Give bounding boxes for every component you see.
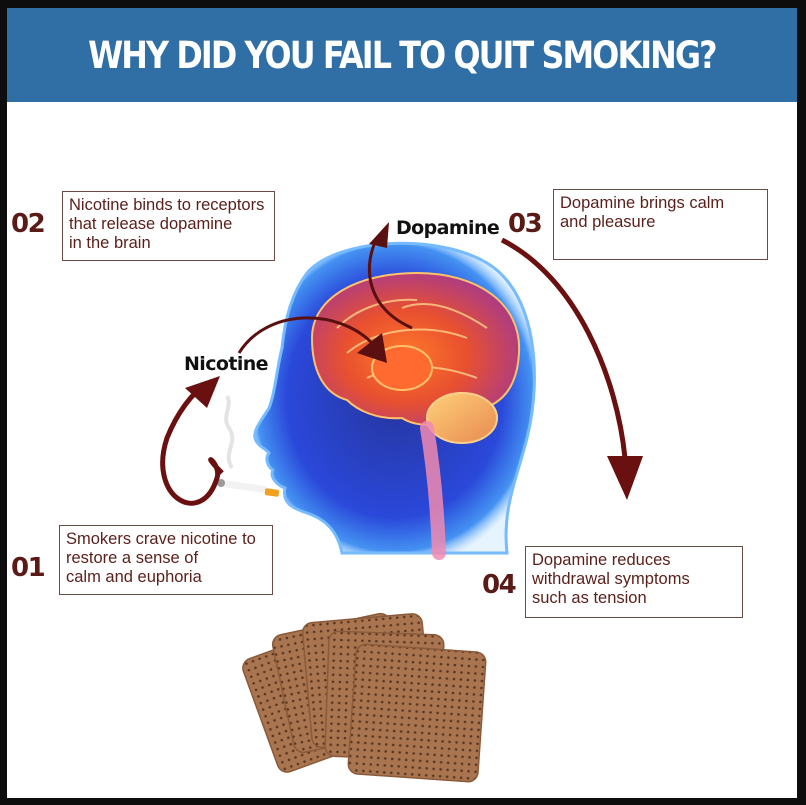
step-text-line: Dopamine reduces [532, 551, 671, 569]
step-text-line: and pleasure [560, 213, 656, 231]
arrow-icon [160, 376, 224, 506]
step-text-line: Nicotine binds to receptors [69, 196, 265, 214]
nicotine-patches-icon [242, 612, 487, 783]
nicotine-label: Nicotine [184, 353, 269, 375]
step-number-04: 04 [482, 570, 517, 600]
step-box-02: Nicotine binds to receptors that release… [62, 191, 275, 261]
step-box-04: Dopamine reduces withdrawal symptoms suc… [525, 546, 743, 618]
step-number-01: 01 [11, 553, 46, 583]
step-box-01: Smokers crave nicotine to restore a sens… [59, 525, 273, 595]
arrow-icon [500, 237, 643, 500]
dopamine-label: Dopamine [396, 217, 500, 239]
step-number-02: 02 [11, 209, 46, 239]
step-text-line: withdrawal symptoms [532, 570, 690, 588]
step-text-line: such as tension [532, 589, 647, 607]
step-text-line: Dopamine brings calm [560, 194, 725, 212]
step-text-line: in the brain [69, 234, 151, 252]
step-number-03: 03 [508, 209, 543, 239]
smoke-icon [224, 394, 235, 470]
arrow-icon [367, 222, 413, 330]
step-text-line: that release dopamine [69, 215, 233, 233]
step-box-03: Dopamine brings calm and pleasure [553, 189, 768, 260]
page-title: WHY DID YOU FAIL TO QUIT SMOKING? [88, 33, 718, 77]
cigarette-icon [217, 479, 280, 497]
infographic: WHY DID YOU FAIL TO QUIT SMOKING? [7, 8, 797, 798]
brain-icon [310, 271, 521, 560]
header-banner: WHY DID YOU FAIL TO QUIT SMOKING? [7, 8, 797, 102]
illustration [160, 222, 643, 783]
step-text-line: calm and euphoria [66, 568, 202, 586]
step-text-line: restore a sense of [66, 549, 199, 567]
arrow-icon [237, 316, 387, 363]
step-text-line: Smokers crave nicotine to [66, 530, 256, 548]
